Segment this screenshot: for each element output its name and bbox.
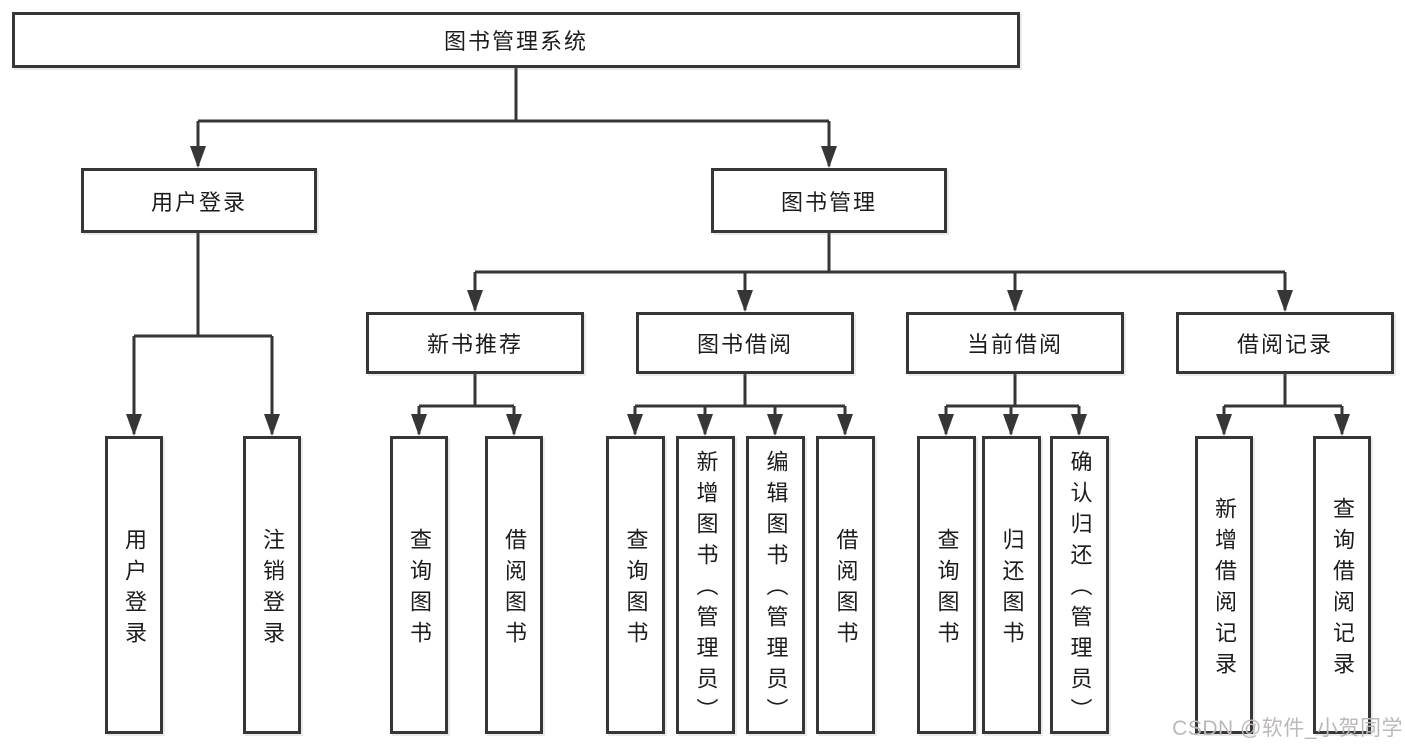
node-label: 查询图书 (407, 527, 432, 652)
node-book-borrowing: 图书借阅 (636, 312, 854, 374)
node-label: 编辑图书（管理员） (763, 450, 789, 729)
node-library-management-system: 图书管理系统 (12, 12, 1020, 68)
leaf-query-books-recommend: 查询图书 (390, 436, 448, 734)
leaf-add-books-admin: 新增图书（管理员） (676, 436, 735, 734)
node-label: 用户登录 (122, 527, 147, 652)
node-borrowing-records: 借阅记录 (1176, 312, 1394, 374)
leaf-confirm-return-admin: 确认归还（管理员） (1050, 436, 1109, 734)
node-book-management: 图书管理 (711, 168, 947, 233)
leaf-return-books: 归还图书 (982, 436, 1041, 734)
leaf-borrow-books: 借阅图书 (816, 436, 875, 734)
arrowheads (126, 146, 1350, 436)
csdn-watermark: CSDN @软件_小贺同学 (1172, 717, 1403, 740)
node-new-book-recommendation: 新书推荐 (366, 312, 584, 374)
leaf-query-borrow-record: 查询借阅记录 (1313, 436, 1371, 734)
node-label: 查询图书 (623, 527, 649, 652)
node-label: 图书借阅 (696, 332, 793, 357)
leaf-logout: 注销登录 (243, 436, 301, 734)
node-label: 新增图书（管理员） (693, 450, 719, 729)
node-label: 当前借阅 (966, 332, 1063, 357)
leaf-borrow-books-recommend: 借阅图书 (485, 436, 543, 734)
node-label: 注销登录 (260, 527, 285, 652)
node-label: 用户登录 (150, 189, 247, 215)
node-label: 图书管理 (780, 189, 877, 215)
leaf-edit-books-admin: 编辑图书（管理员） (746, 436, 805, 734)
node-current-borrowing: 当前借阅 (906, 312, 1124, 374)
leaf-add-borrow-record: 新增借阅记录 (1195, 436, 1253, 734)
node-label: 查询借阅记录 (1330, 496, 1355, 683)
leaf-user-login: 用户登录 (105, 436, 163, 734)
leaf-query-books-borrowing: 查询图书 (606, 436, 665, 734)
node-label: 查询图书 (934, 527, 960, 652)
node-label: 新增借阅记录 (1212, 496, 1237, 683)
node-user-login: 用户登录 (81, 168, 317, 233)
node-label: 借阅图书 (833, 527, 859, 652)
node-label: 新书推荐 (426, 332, 523, 357)
leaf-query-books-current: 查询图书 (917, 436, 976, 734)
node-label: 借阅记录 (1236, 332, 1333, 357)
node-label: 图书管理系统 (443, 29, 588, 54)
node-label: 确认归还（管理员） (1067, 450, 1093, 729)
node-label: 借阅图书 (502, 527, 527, 652)
node-label: 归还图书 (999, 527, 1025, 652)
